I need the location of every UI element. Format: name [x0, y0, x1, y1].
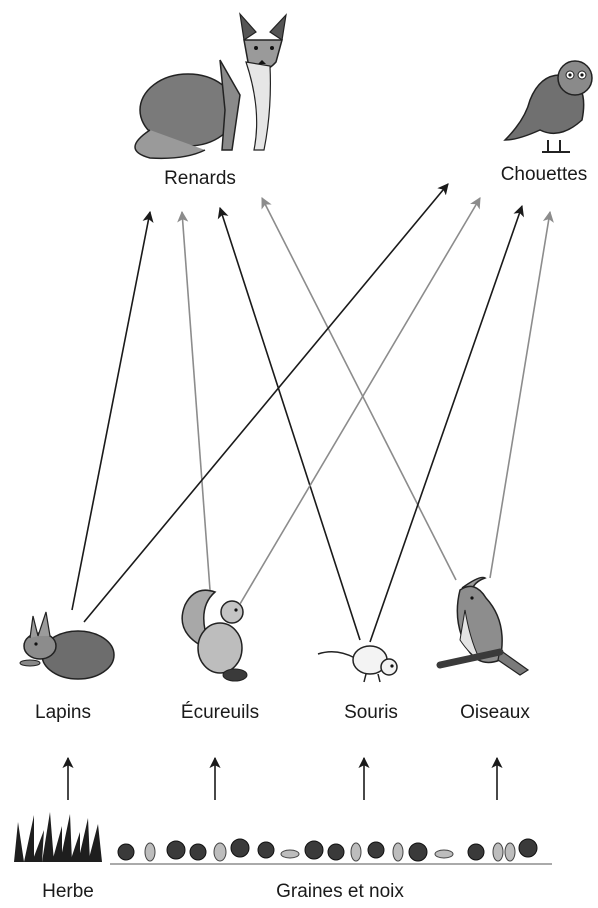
- arrow-lapins-to-chouettes: [84, 184, 448, 622]
- squirrel-icon: [182, 590, 247, 681]
- grass-icon: [14, 812, 102, 862]
- arrow-oiseaux-to-chouettes: [490, 212, 550, 578]
- owl-icon: [505, 61, 592, 152]
- arrow-lapins-to-renards: [72, 212, 150, 610]
- node-ecureuils: Écureuils: [181, 702, 259, 723]
- node-herbe: Herbe: [42, 881, 94, 902]
- arrow-souris-to-renards: [220, 208, 360, 640]
- arrow-oiseaux-to-renards: [262, 198, 456, 580]
- bird-icon: [440, 577, 528, 675]
- node-oiseaux: Oiseaux: [460, 702, 530, 723]
- arrow-ecureuils-to-renards: [182, 212, 210, 590]
- seeds-and-nuts-icon: [110, 839, 552, 864]
- node-lapins: Lapins: [35, 702, 91, 723]
- mouse-icon: [318, 646, 397, 682]
- node-graines-et-noix: Graines et noix: [276, 881, 404, 902]
- fox-icon: [135, 14, 286, 158]
- arrow-souris-to-chouettes: [370, 206, 522, 642]
- rabbit-icon: [20, 612, 114, 679]
- node-renards: Renards: [164, 168, 236, 189]
- arrow-ecureuils-to-chouettes: [240, 198, 480, 604]
- node-souris: Souris: [344, 702, 398, 723]
- node-chouettes: Chouettes: [501, 164, 588, 185]
